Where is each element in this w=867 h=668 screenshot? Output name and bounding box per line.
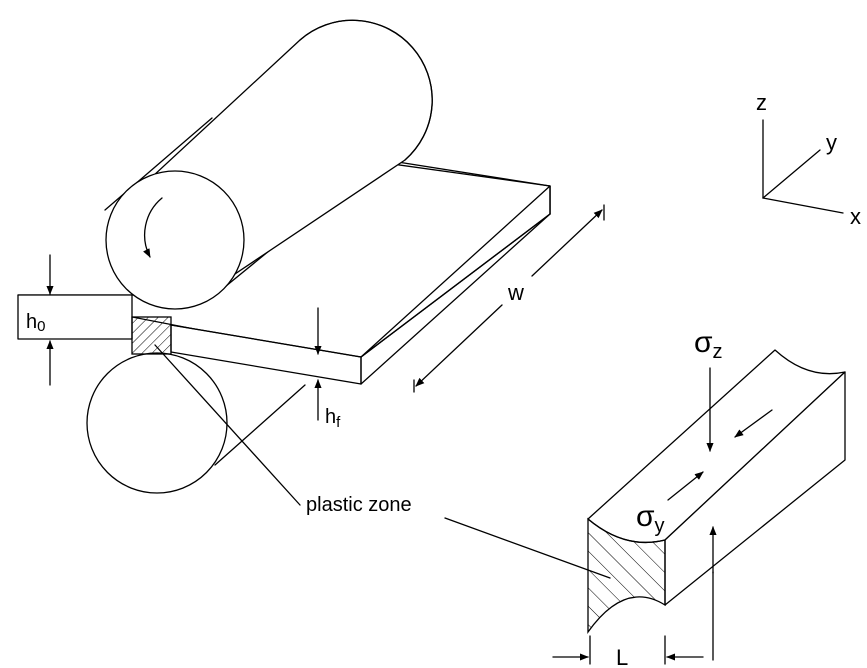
w-label: w [507, 280, 524, 305]
h0-subscript: 0 [37, 318, 45, 335]
sigma-y-subscript: y [655, 515, 665, 537]
svg-text:hf: hf [325, 406, 341, 431]
rolling-mill [17, 19, 551, 494]
l-label: L [616, 645, 628, 668]
plastic-zone-hatch [131, 316, 172, 355]
axis-x-label: x [850, 204, 861, 229]
h0-label: h [26, 311, 37, 333]
sheet-strip [17, 159, 551, 385]
axis-y-label: y [826, 130, 837, 155]
svg-text:h0: h0 [26, 311, 45, 335]
plastic-zone-callout: plastic zone [154, 344, 611, 579]
axis-z-label: z [756, 90, 767, 115]
svg-text:σy: σy [636, 500, 665, 537]
h0-dimension: h0 [26, 254, 54, 386]
w-dimension: w [413, 204, 605, 393]
coordinate-axes: z y x [756, 90, 861, 229]
plastic-zone-label: plastic zone [306, 494, 412, 516]
hf-label: h [325, 406, 336, 428]
stress-element [587, 349, 846, 635]
upper-roll [104, 19, 433, 310]
hf-dimension: hf [314, 307, 341, 431]
sigma-y-symbol: σ [636, 500, 655, 533]
svg-text:σz: σz [694, 326, 723, 363]
l-dimension: L [552, 635, 704, 668]
sigma-z-subscript: z [713, 341, 723, 363]
sigma-z-symbol: σ [694, 326, 713, 359]
hf-subscript: f [336, 414, 341, 431]
stress-arrows: σz σy [636, 326, 773, 661]
